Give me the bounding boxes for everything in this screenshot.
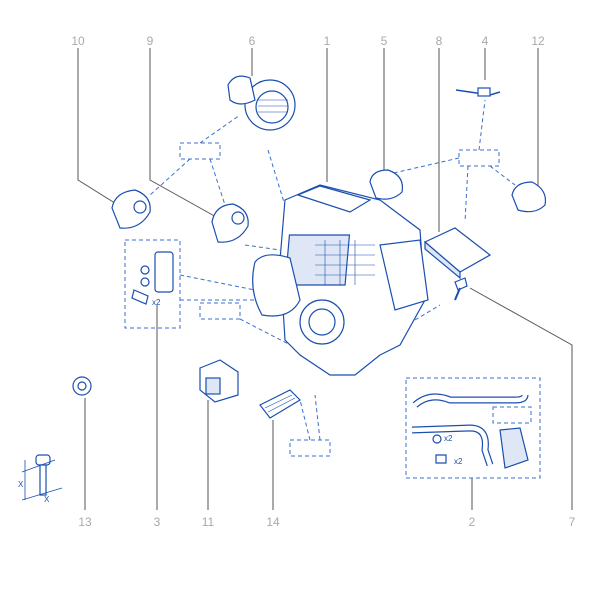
pipe-seal-quantity-note: x2	[444, 434, 453, 443]
callout-7: 7	[568, 515, 576, 529]
cabin-heater-element	[259, 389, 301, 419]
bolt-dimension-a: X	[18, 480, 24, 489]
expansion-valve	[131, 251, 174, 305]
callout-3: 3	[153, 515, 161, 529]
temperature-sensor	[455, 87, 501, 97]
callout-12: 12	[531, 34, 545, 48]
callout-5: 5	[380, 34, 388, 48]
hvac-housing	[252, 184, 429, 376]
leader-lines	[77, 48, 573, 510]
callout-14: 14	[266, 515, 280, 529]
bolt-dimension-b: X	[44, 495, 50, 504]
callout-10: 10	[71, 34, 85, 48]
control-module	[423, 227, 492, 280]
callout-9: 9	[146, 34, 154, 48]
callout-1: 1	[323, 34, 331, 48]
pipe-clip-quantity-note: x2	[454, 457, 463, 466]
valve-quantity-note: x2	[152, 298, 161, 307]
callout-8: 8	[435, 34, 443, 48]
bolt-torque-detail	[21, 454, 63, 501]
blower-resistor	[199, 359, 239, 403]
actuator-9	[211, 203, 249, 243]
dashed-callouts	[124, 99, 541, 479]
callout-4: 4	[481, 34, 489, 48]
callout-6: 6	[248, 34, 256, 48]
callout-13: 13	[78, 515, 92, 529]
bolt	[454, 277, 468, 301]
actuator-12	[511, 181, 547, 213]
grommet	[72, 376, 92, 396]
callout-11: 11	[201, 515, 215, 529]
actuator-5	[369, 169, 404, 200]
actuator-10	[111, 189, 151, 229]
blower-motor	[227, 75, 296, 131]
callout-2: 2	[468, 515, 476, 529]
heater-pipes	[411, 393, 529, 469]
